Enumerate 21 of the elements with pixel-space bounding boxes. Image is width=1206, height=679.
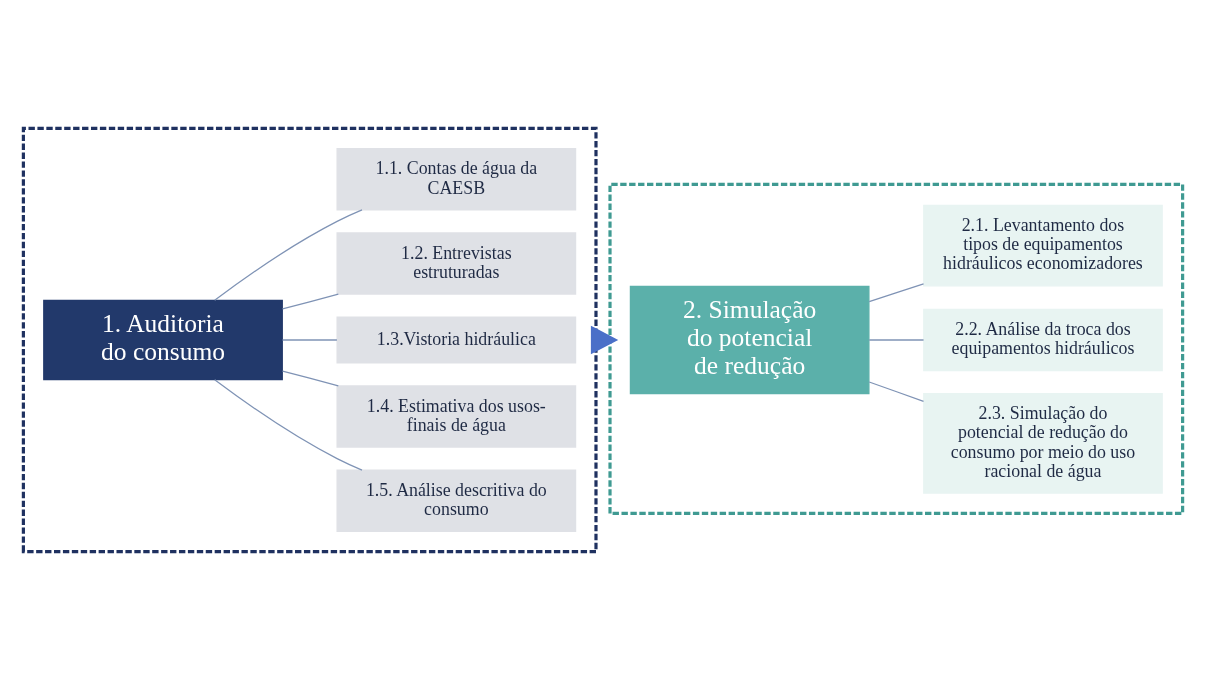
- node-box: 2.3. Simulação do potencial de redução do consumo por meio do uso racional de água: [923, 392, 1163, 494]
- connector: [868, 380, 925, 402]
- node-box: 2.1. Levantamento dos tipos de equipamentos hidráulicos economizadores: [923, 204, 1163, 286]
- connector: [214, 378, 363, 471]
- connector: [281, 338, 338, 341]
- node-box: 1.2. Entrevistas estruturadas: [336, 231, 577, 295]
- node-box: 2. Simulação do potencial de redução: [629, 285, 870, 394]
- node-box: 1.1. Contas de água da CAESB: [336, 147, 577, 211]
- connector: [281, 293, 339, 309]
- node-box: 1. Auditoria do consumo: [43, 299, 283, 380]
- node-box: 2.2. Análise da troca dos equipamentos hidráulicos: [923, 308, 1163, 371]
- node-box: 1.4. Estimativa dos usos-finais de água: [336, 384, 577, 448]
- arrow: [590, 325, 619, 354]
- connector: [214, 208, 363, 301]
- connector: [868, 282, 925, 302]
- node-box: 1.5. Análise descritiva do consumo: [336, 468, 577, 532]
- connector: [868, 338, 925, 341]
- cluster: [21, 126, 598, 553]
- cluster: [608, 182, 1185, 515]
- connector: [281, 370, 339, 386]
- node-box: 1.3.Vistoria hidráulica: [336, 315, 577, 364]
